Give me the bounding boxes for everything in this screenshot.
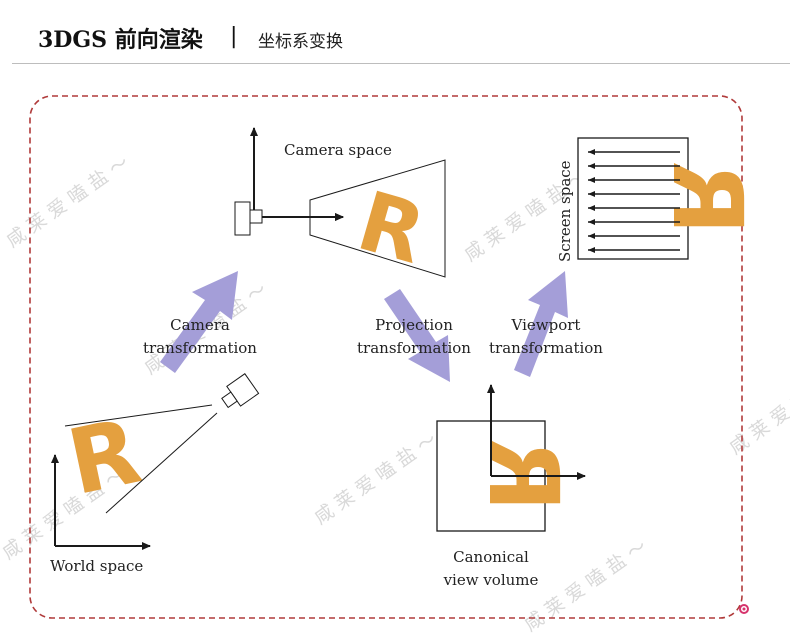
projection-transform-arrow (384, 289, 450, 382)
projection-transformation-label-line2: transformation (357, 339, 471, 357)
screen-space-letter: R (651, 161, 763, 235)
canonical-label-line2: view volume (443, 571, 539, 589)
world-camera-icon (221, 373, 260, 409)
canonical-volume-group: R Canonical view volume (436, 384, 586, 589)
viewport-transformation-label-line1: Viewport (511, 316, 581, 334)
world-view-line-bottom (105, 412, 218, 514)
camera-space-letter: R (348, 174, 435, 283)
camera-space-label: Camera space (284, 141, 392, 159)
camera-lens-icon (249, 209, 263, 224)
camera-transformation-label-line1: Camera (170, 316, 230, 334)
dashed-frame (29, 95, 743, 619)
camera-transformation-label-line2: transformation (143, 339, 257, 357)
screen-rect (577, 137, 689, 260)
slide-subtitle: 坐标系变换 (258, 32, 343, 52)
slide-header: 3DGS 前向渲染 | 坐标系变换 (0, 0, 790, 64)
cursor-marker (739, 604, 749, 614)
screen-space-group: R Screen space (556, 137, 763, 262)
slide-title: 3DGS 前向渲染 (38, 27, 203, 53)
transform-arrows (160, 271, 568, 382)
camera-body-icon (234, 201, 251, 236)
watermark-text: 咸 莱 爱 嗑 盐 ～ (520, 535, 651, 636)
world-view-line-top (64, 404, 213, 427)
title-separator: | (230, 24, 238, 49)
world-space-label: World space (50, 557, 143, 575)
watermark-text: 咸 莱 爱 嗑 盐 ～ (725, 358, 790, 459)
camera-space-group: R Camera space (234, 127, 446, 283)
camera-transform-arrow (160, 271, 238, 373)
viewport-transformation-label-line2: transformation (489, 339, 603, 357)
screen-space-label: Screen space (556, 160, 574, 262)
viewport-transform-arrow (514, 271, 568, 377)
scanline-arrows (588, 149, 680, 253)
world-space-group: R World space (50, 373, 260, 575)
watermark-text: 咸 莱 爱 嗑 盐 ～ (2, 151, 133, 252)
projection-transformation-label-line1: Projection (375, 316, 453, 334)
view-frustum (309, 159, 446, 278)
canonical-label-line1: Canonical (453, 548, 529, 566)
watermark-text: 咸 莱 爱 嗑 盐 ～ (310, 428, 441, 529)
cursor-marker-dot (742, 607, 746, 611)
header-rule (12, 63, 790, 64)
